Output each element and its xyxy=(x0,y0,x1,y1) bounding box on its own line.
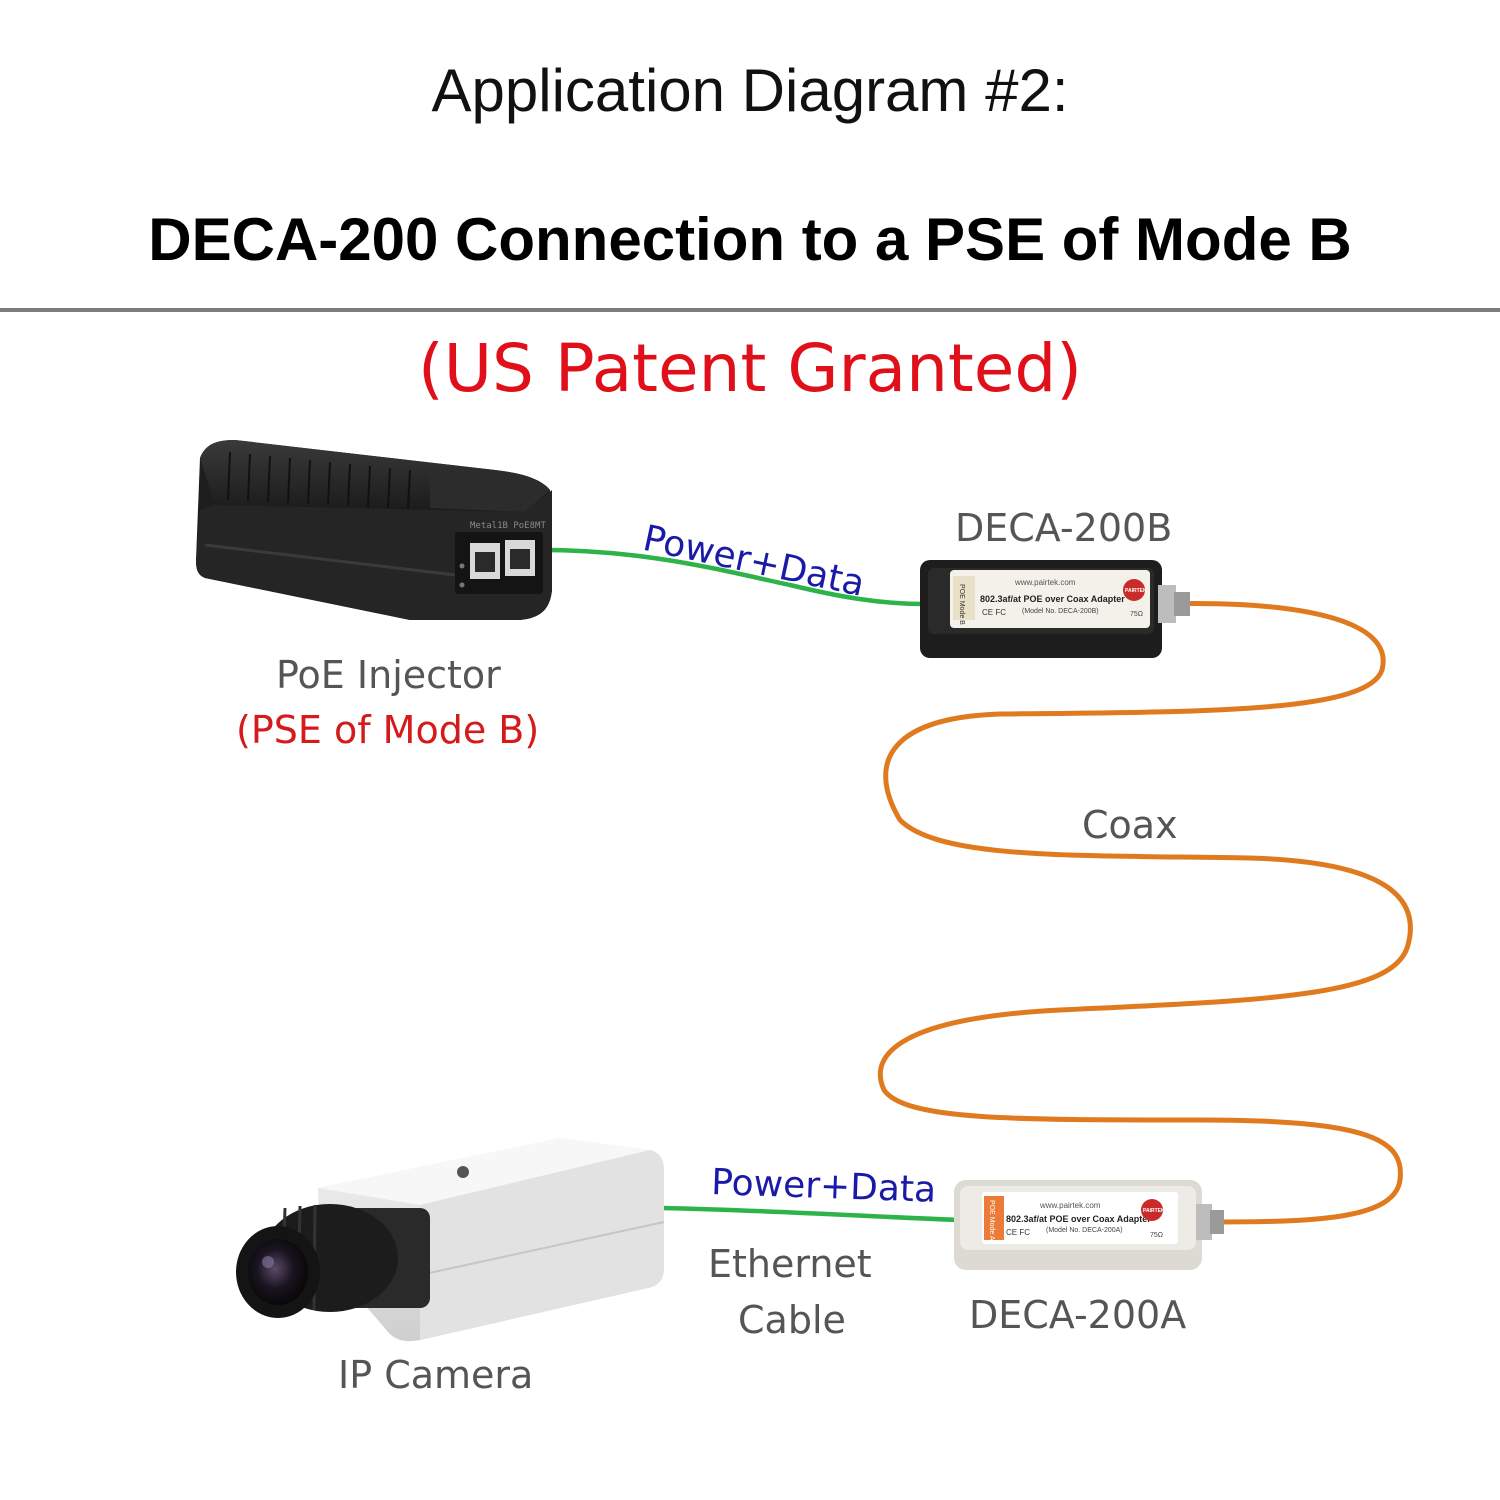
deca-b-marks: CE FC xyxy=(982,608,1006,617)
patent-note: (US Patent Granted) xyxy=(417,330,1083,407)
deca-b-desc: 802.3af/at POE over Coax Adapter xyxy=(980,594,1125,604)
ip-camera-label: IP Camera xyxy=(338,1353,534,1397)
deca-200b-label: DECA-200B xyxy=(955,506,1173,550)
poe-injector-image: Metal1B PoE8MT xyxy=(196,440,552,620)
ethernet-cable-bottom xyxy=(659,1205,961,1223)
pairtek-logo-b xyxy=(1123,579,1145,601)
deca-b-url: www.pairtek.com xyxy=(1014,578,1076,587)
deca-b-side-tag: POE Mode B xyxy=(958,584,965,625)
pairtek-logo-a xyxy=(1141,1199,1163,1221)
deca-200b-image: POE Mode B www.pairtek.com 802.3af/at PO… xyxy=(920,560,1190,658)
header-divider xyxy=(0,308,1500,312)
deca-a-desc: 802.3af/at POE over Coax Adapter xyxy=(1006,1214,1151,1224)
deca-a-model: (Model No. DECA-200A) xyxy=(1046,1227,1123,1234)
deca-a-side-tag: POE Mode A xyxy=(988,1200,995,1241)
coax-label: Coax xyxy=(1082,803,1178,847)
deca-200a-label: DECA-200A xyxy=(969,1293,1187,1337)
diagram-title: Application Diagram #2: xyxy=(431,57,1069,124)
svg-text:PAIRTEK: PAIRTEK xyxy=(1125,588,1147,594)
injector-panel-text: Metal1B PoE8MT xyxy=(470,521,546,531)
deca-a-url: www.pairtek.com xyxy=(1039,1201,1101,1210)
coax-cable xyxy=(877,601,1413,1225)
ethernet-label-line2: Cable xyxy=(738,1298,846,1342)
power-data-label-bottom: Power+Data xyxy=(710,1162,937,1211)
diagram-subtitle: DECA-200 Connection to a PSE of Mode B xyxy=(148,206,1352,273)
deca-b-impedance: 75Ω xyxy=(1130,611,1143,618)
pse-mode-label: (PSE of Mode B) xyxy=(236,708,540,752)
ethernet-cable-top xyxy=(521,547,928,607)
poe-injector-label: PoE Injector xyxy=(276,653,501,697)
deca-a-impedance: 75Ω xyxy=(1150,1232,1163,1239)
ip-camera-image xyxy=(236,1138,665,1342)
svg-text:PAIRTEK: PAIRTEK xyxy=(1143,1208,1165,1214)
deca-b-model: (Model No. DECA-200B) xyxy=(1022,608,1099,615)
ethernet-label-line1: Ethernet xyxy=(708,1242,872,1286)
deca-200a-image: POE Mode A www.pairtek.com 802.3af/at PO… xyxy=(954,1180,1224,1270)
deca-a-marks: CE FC xyxy=(1006,1228,1030,1237)
